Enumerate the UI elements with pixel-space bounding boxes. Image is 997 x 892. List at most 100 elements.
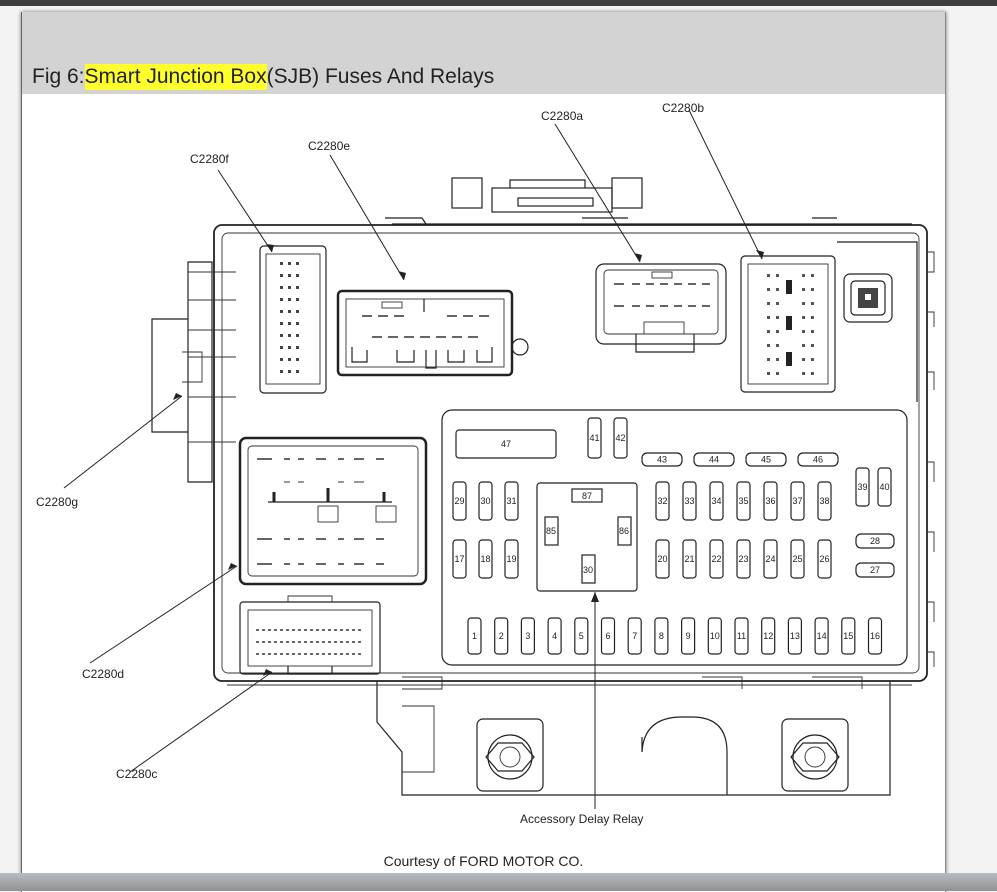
fuse-7: 7 bbox=[627, 617, 642, 655]
sjb-housing bbox=[151, 224, 935, 796]
fuse-21: 21 bbox=[682, 539, 697, 579]
fuse-4: 4 bbox=[547, 617, 562, 655]
fuse-32: 32 bbox=[655, 481, 670, 521]
fuse-label-25: 25 bbox=[792, 554, 802, 564]
fuse-30: 30 bbox=[478, 481, 493, 521]
fuse-label-34: 34 bbox=[711, 496, 721, 506]
fuse-8: 8 bbox=[654, 617, 669, 655]
fuse-24: 24 bbox=[763, 539, 778, 579]
fuse-label-36: 36 bbox=[765, 496, 775, 506]
fuse-label-31: 31 bbox=[506, 496, 516, 506]
fuse-label-18: 18 bbox=[480, 554, 490, 564]
fuse-label-44: 44 bbox=[709, 455, 719, 465]
label-c2280b: C2280b bbox=[662, 101, 704, 115]
relay-pin-87: 87 bbox=[582, 491, 592, 501]
fuse-label-39: 39 bbox=[857, 482, 867, 492]
label-c2280g: C2280g bbox=[36, 495, 78, 509]
relay-pin-30: 30 bbox=[583, 565, 593, 575]
label-accessory-delay-relay: Accessory Delay Relay bbox=[520, 812, 643, 826]
relay-pin-85: 85 bbox=[546, 526, 556, 536]
top-bar bbox=[0, 0, 997, 6]
fuse-label-33: 33 bbox=[684, 496, 694, 506]
fuse-20: 20 bbox=[655, 539, 670, 579]
fuse-46: 46 bbox=[797, 452, 839, 467]
fuse-label-21: 21 bbox=[684, 554, 694, 564]
fuse-label-11: 11 bbox=[737, 631, 746, 641]
caption-prefix: Fig 6: bbox=[32, 65, 85, 88]
fuse-label-40: 40 bbox=[879, 482, 889, 492]
fuse-label-29: 29 bbox=[454, 496, 464, 506]
leader-arrowheads bbox=[173, 244, 764, 676]
fuse-26: 26 bbox=[817, 539, 832, 579]
fuse-label-4: 4 bbox=[552, 631, 557, 641]
fuse-13: 13 bbox=[787, 617, 803, 655]
connector-c2280a bbox=[595, 263, 727, 353]
figure-card: Fig 6: Smart Junction Box (SJB) Fuses An… bbox=[21, 12, 946, 892]
fuse-42: 42 bbox=[613, 417, 628, 459]
fuse-label-38: 38 bbox=[819, 496, 829, 506]
fuse-label-30: 30 bbox=[480, 496, 490, 506]
fuse-label-24: 24 bbox=[765, 554, 775, 564]
fuse-6: 6 bbox=[600, 617, 616, 655]
fuse-label-3: 3 bbox=[525, 631, 530, 641]
fuse-14: 14 bbox=[814, 617, 829, 655]
fuse-label-46: 46 bbox=[813, 455, 823, 465]
fuse-label-12: 12 bbox=[763, 631, 773, 641]
fuse-label-13: 13 bbox=[790, 631, 800, 641]
fuse-36: 36 bbox=[763, 481, 778, 521]
fuse-29: 29 bbox=[452, 481, 467, 521]
fuse-11: 11 bbox=[734, 617, 749, 655]
fuse-label-41: 41 bbox=[589, 433, 599, 443]
fuse-2: 2 bbox=[494, 617, 509, 655]
fuse-label-5: 5 bbox=[579, 631, 584, 641]
fuse-label-47: 47 bbox=[501, 439, 511, 449]
fuse-label-37: 37 bbox=[792, 496, 802, 506]
fuse-15: 15 bbox=[841, 617, 856, 655]
fuse-28: 28 bbox=[855, 533, 895, 549]
fuse-label-16: 16 bbox=[870, 631, 880, 641]
fuse-label-43: 43 bbox=[657, 455, 667, 465]
fuse-31: 31 bbox=[504, 481, 519, 521]
connector-c2280e bbox=[336, 289, 529, 377]
fuse-label-17: 17 bbox=[454, 554, 464, 564]
fuse-38: 38 bbox=[817, 481, 832, 521]
connector-c2280c bbox=[239, 595, 381, 675]
sjb-diagram: 47 87 85 86 30 1234567891011121314151617… bbox=[36, 101, 935, 826]
fuse-panel: 47 bbox=[441, 409, 908, 666]
fuse-label-22: 22 bbox=[711, 554, 721, 564]
connector-c2280g bbox=[238, 436, 428, 586]
label-c2280a: C2280a bbox=[541, 109, 583, 123]
mounting-bolt-right bbox=[781, 718, 849, 792]
fuse-label-23: 23 bbox=[738, 554, 748, 564]
connector-c2280f bbox=[259, 245, 327, 394]
accessory-delay-relay: 87 85 86 30 bbox=[536, 482, 638, 592]
fuse-34: 34 bbox=[709, 481, 724, 521]
connector-c2280b bbox=[740, 255, 836, 393]
fuse-35: 35 bbox=[736, 481, 751, 521]
fuse-33: 33 bbox=[682, 481, 697, 521]
fuse-10: 10 bbox=[707, 617, 722, 655]
fuse-label-15: 15 bbox=[843, 631, 853, 641]
top-mounting-tabs bbox=[385, 177, 912, 225]
caption-suffix: (SJB) Fuses And Relays bbox=[266, 65, 495, 88]
fuse-47 bbox=[455, 429, 557, 459]
fuse-19: 19 bbox=[504, 539, 519, 579]
label-c2280e: C2280e bbox=[308, 139, 350, 153]
square-sensor-icon bbox=[843, 273, 893, 323]
fuse-label-42: 42 bbox=[615, 433, 625, 443]
fuse-45: 45 bbox=[745, 452, 787, 467]
fuse-1: 1 bbox=[467, 617, 482, 655]
credit-line: Courtesy of FORD MOTOR CO. bbox=[383, 853, 584, 869]
fuse-label-2: 2 bbox=[499, 631, 504, 641]
fuse-label-27: 27 bbox=[870, 565, 880, 575]
fuse-label-14: 14 bbox=[817, 631, 827, 641]
fuse-41: 41 bbox=[587, 417, 602, 459]
fuse-22: 22 bbox=[709, 539, 724, 579]
relay-pin-86: 86 bbox=[619, 526, 629, 536]
fuse-12: 12 bbox=[761, 617, 776, 655]
fuse-label-19: 19 bbox=[506, 554, 516, 564]
mounting-bolt-left bbox=[476, 718, 544, 792]
fuse-label-32: 32 bbox=[657, 496, 667, 506]
fuse-16: 16 bbox=[867, 617, 883, 655]
fuse-label-26: 26 bbox=[819, 554, 829, 564]
